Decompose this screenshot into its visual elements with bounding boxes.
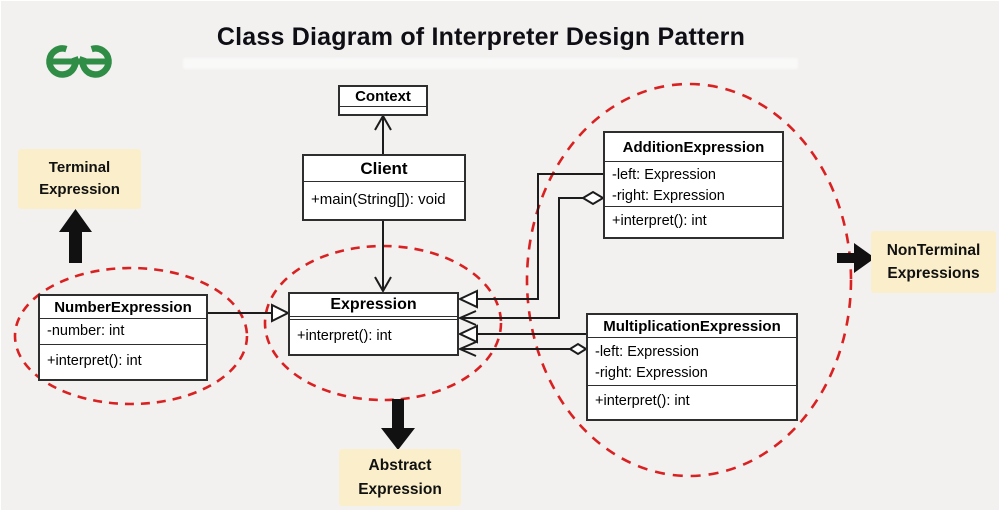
label-line: Abstract — [368, 457, 432, 475]
abstract-expression-label: Abstract Expression — [339, 449, 461, 506]
nonterminal-expressions-label: NonTerminal Expressions — [871, 231, 996, 293]
class-name: Expression — [290, 294, 457, 317]
class-method: +interpret(): int — [47, 352, 142, 369]
class-name: Context — [340, 87, 426, 107]
class-attribute: -right: Expression — [595, 365, 708, 382]
label-line: Expressions — [887, 265, 980, 282]
class-name: MultiplicationExpression — [588, 315, 796, 338]
class-box-context: Context — [338, 85, 428, 116]
label-line: Expression — [39, 181, 120, 198]
client-expression-connector — [374, 221, 392, 294]
client-context-connector — [374, 113, 392, 154]
multiplication-realization-connector — [457, 324, 586, 344]
class-attribute: -right: Expression — [612, 188, 725, 205]
class-box-expression: Expression +interpret(): int — [288, 292, 459, 356]
page-title: Class Diagram of Interpreter Design Patt… — [216, 23, 746, 51]
class-attributes: -left: Expression -right: Expression — [588, 338, 796, 386]
empty-compartment — [340, 107, 426, 113]
nonterminal-group-ellipse — [525, 82, 853, 478]
geeksforgeeks-logo-icon — [46, 45, 112, 78]
class-attribute: -number: int — [40, 319, 206, 345]
class-box-number-expression: NumberExpression -number: int +interpret… — [38, 294, 208, 381]
addition-aggregation-connector — [457, 190, 605, 326]
class-box-addition-expression: AdditionExpression -left: Expression -ri… — [603, 131, 784, 239]
terminal-group-ellipse — [13, 266, 249, 406]
label-line: NonTerminal — [886, 241, 981, 259]
addition-realization-connector — [457, 173, 603, 309]
abstract-callout-arrow — [381, 399, 415, 450]
number-expression-connector — [208, 303, 291, 323]
class-method: +interpret(): int — [595, 393, 690, 410]
label-line: Expression — [358, 480, 442, 498]
class-box-multiplication-expression: MultiplicationExpression -left: Expressi… — [586, 313, 798, 421]
class-name: NumberExpression — [40, 296, 206, 319]
class-method: +interpret(): int — [297, 327, 392, 344]
terminal-callout-arrow — [59, 209, 92, 263]
class-attributes: -left: Expression -right: Expression — [605, 162, 782, 207]
class-method: +main(String[]): void — [311, 191, 446, 209]
class-name: AdditionExpression — [605, 133, 782, 162]
class-box-client: Client +main(String[]): void — [302, 154, 466, 221]
class-name: Client — [304, 156, 464, 182]
multiplication-aggregation-connector — [457, 341, 588, 357]
nonterminal-callout-arrow — [837, 243, 875, 273]
empty-compartment — [290, 317, 457, 320]
class-attribute: -left: Expression — [612, 167, 716, 183]
class-method: +interpret(): int — [612, 212, 707, 229]
watermark — [183, 58, 798, 69]
terminal-expression-label: Terminal Expression — [18, 149, 141, 209]
class-attribute: -left: Expression — [595, 344, 699, 360]
label-line: Terminal — [48, 158, 111, 176]
